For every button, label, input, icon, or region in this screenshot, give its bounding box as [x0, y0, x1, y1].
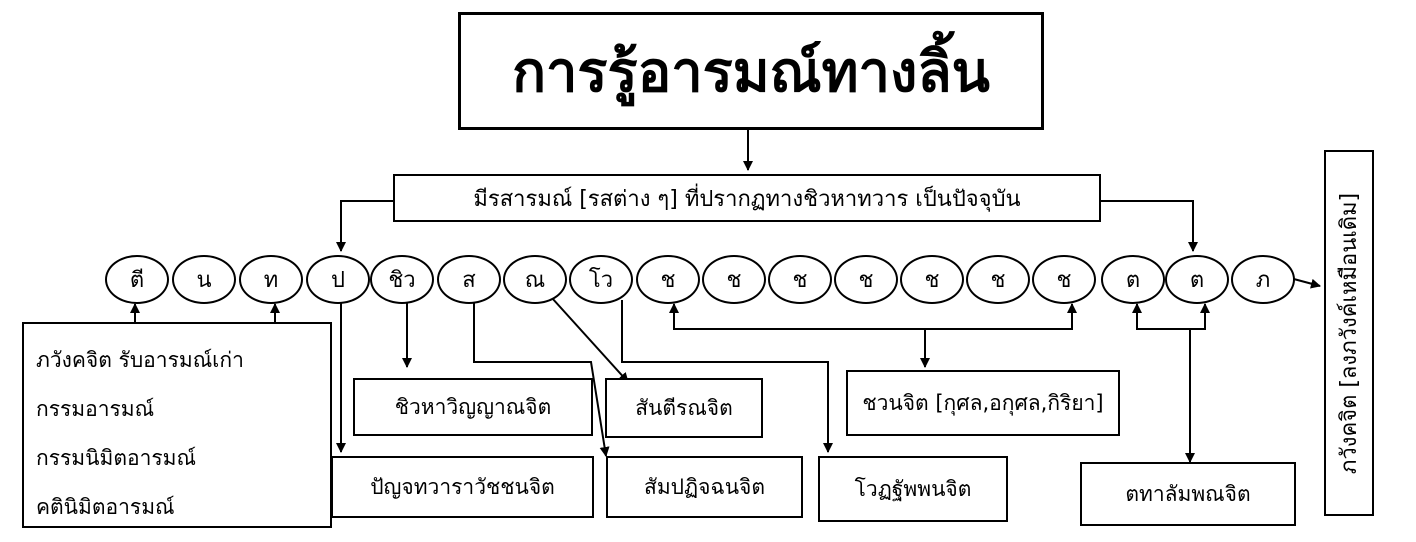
past-object-line: กรรมอารมณ์: [36, 397, 155, 421]
javana-bracket: [673, 318, 1073, 330]
votthapana-box: โวฏฐัพพนจิต: [818, 456, 1008, 522]
circle-cha: ช: [1032, 255, 1096, 304]
javana-box: ชวนจิต [กุศล,อกุศล,กิริยา]: [846, 370, 1120, 436]
pancadvara-box: ปัญจทวาราวัชชนจิต: [331, 456, 594, 518]
circle-cha: ช: [900, 255, 964, 304]
arrow-vo-to-votthapana: [621, 300, 833, 453]
santirana-box: สันตีรณจิต: [605, 378, 763, 438]
bhavanga-box: ภวังคจิต [ลงภวังค์เหมือนเดิม]: [1324, 150, 1374, 516]
tadalambana-box: ตทาลัมพณจิต: [1080, 462, 1296, 526]
past-object-box: ภวังคจิต รับอารมณ์เก่า กรรมอารมณ์ กรรมนิ…: [22, 322, 332, 528]
circle-pa: ป: [306, 255, 370, 304]
title-box: การรู้อารมณ์ทางลิ้น: [458, 12, 1044, 130]
bhavanga-label: ภวังคจิต [ลงภวังค์เหมือนเดิม]: [1337, 192, 1363, 474]
circle-ti: ตี: [105, 255, 169, 304]
past-object-line: กรรมนิมิตอารมณ์: [36, 446, 196, 470]
circle-jiva: ชิว: [370, 255, 434, 304]
input-object-label: มีรสารมณ์ [รสต่าง ๆ] ที่ปรากฏทางชิวหาทวา…: [473, 186, 1021, 212]
circle-ta: ต: [1165, 255, 1229, 304]
circle-cha: ช: [702, 255, 766, 304]
arrow-input-to-ta: [1101, 200, 1198, 252]
arrow-sa-to-sampaticchana: [473, 300, 610, 457]
past-object-line: คตินิมิตอารมณ์: [36, 495, 175, 519]
circle-bha: ภ: [1231, 255, 1295, 304]
page-title: การรู้อารมณ์ทางลิ้น: [512, 39, 990, 105]
circle-nna: ณ: [503, 255, 567, 304]
circle-na: น: [172, 255, 236, 304]
arrow-input-to-pa: [336, 200, 393, 252]
circle-tha: ท: [239, 255, 303, 304]
input-object-box: มีรสารมณ์ [รสต่าง ๆ] ที่ปรากฏทางชิวหาทวา…: [393, 174, 1101, 222]
circle-cha: ช: [768, 255, 832, 304]
circle-cha: ช: [834, 255, 898, 304]
tadalambana-bracket: [1136, 318, 1206, 330]
circle-sa: ส: [437, 255, 501, 304]
arrow-bha-to-bhavanga: [1289, 277, 1321, 289]
circle-vo: โว: [569, 255, 633, 304]
past-object-line: ภวังคจิต รับอารมณ์เก่า: [36, 348, 244, 372]
jivha-vinnana-box: ชิวหาวิญญาณจิต: [353, 378, 593, 436]
sampaticchana-box: สัมปฏิจฉนจิต: [606, 456, 803, 518]
circle-ta: ต: [1101, 255, 1165, 304]
arrow-na-to-santirana: [551, 297, 629, 383]
circle-cha: ช: [966, 255, 1030, 304]
circle-cha: ช: [636, 255, 700, 304]
